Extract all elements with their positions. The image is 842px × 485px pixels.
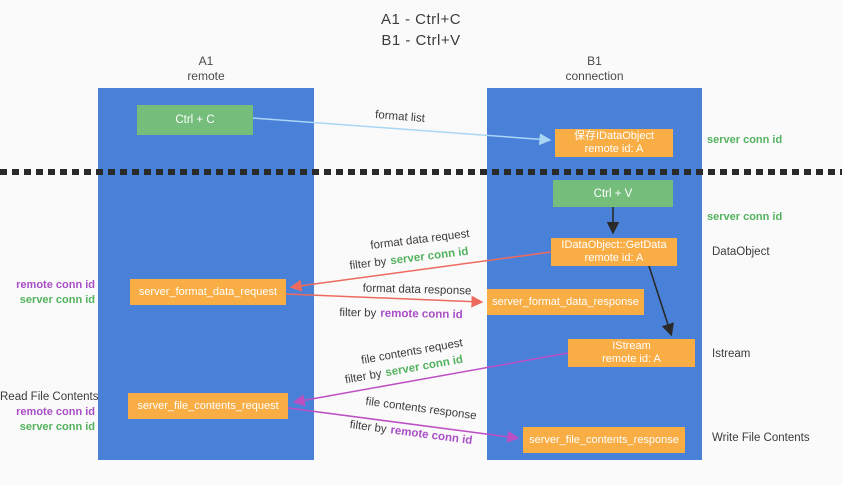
annotation-server-conn-id-2: server conn id — [19, 421, 95, 433]
diagram-title: A1 - Ctrl+C B1 - Ctrl+V — [0, 9, 842, 51]
server-format-data-response-label: server_format_data_response — [492, 295, 639, 308]
server-format-data-request-label: server_format_data_request — [138, 285, 278, 298]
lane-b1-subtitle: connection — [565, 69, 624, 83]
node-server-file-contents-request: server_file_contents_request — [128, 393, 288, 419]
ctrl-c-label: Ctrl + C — [175, 114, 215, 126]
filter-by-text: filter by — [348, 418, 388, 436]
annotation-dataobject: DataObject — [712, 246, 770, 258]
lane-header-a1: A1 remote — [98, 54, 314, 84]
server-file-contents-request-label: server_file_contents_request — [137, 399, 279, 412]
left-annotations-format: remote conn id server conn id — [0, 278, 95, 308]
left-annotations-file: Read File Contents remote conn id server… — [0, 390, 99, 435]
save-idataobject-line2: remote id: A — [584, 143, 644, 155]
annotation-server-conn-id-1: server conn id — [19, 294, 95, 306]
title-line-1: A1 - Ctrl+C — [380, 11, 462, 28]
node-ctrl-v: Ctrl + V — [553, 180, 673, 207]
node-server-format-data-request: server_format_data_request — [130, 279, 286, 305]
node-idataobject-getdata: IDataObject::GetData remote id: A — [551, 238, 677, 266]
annotation-remote-conn-id-1: remote conn id — [16, 279, 95, 291]
node-istream: IStream remote id: A — [568, 339, 695, 367]
annotation-read-file-contents: Read File Contents — [0, 391, 99, 403]
lane-a1-title: A1 — [198, 54, 214, 68]
save-idataobject-line1: 保存IDataObject — [573, 130, 655, 142]
istream-line2: remote id: A — [602, 353, 661, 365]
filter-by-text: filter by — [344, 368, 383, 387]
annotation-remote-conn-id-2: remote conn id — [16, 406, 95, 418]
ctrl-v-label: Ctrl + V — [593, 187, 633, 200]
dashed-divider-line — [0, 169, 842, 175]
server-conn-id-text: server conn id — [389, 245, 470, 268]
server-file-contents-response-label: server_file_contents_response — [529, 433, 679, 446]
lane-header-b1: B1 connection — [487, 54, 702, 84]
edge-label-format-list: format list — [374, 109, 426, 125]
getdata-line2: remote id: A — [584, 252, 644, 264]
node-server-format-data-response: server_format_data_response — [487, 289, 644, 315]
remote-conn-id-text: remote conn id — [380, 307, 463, 322]
edge-label-format-data-response: format data response — [362, 282, 472, 298]
annotation-server-conn-id-top: server conn id — [707, 134, 783, 146]
node-server-file-contents-response: server_file_contents_response — [523, 427, 685, 453]
annotation-istream: Istream — [712, 348, 751, 360]
annotation-server-conn-id-mid: server conn id — [707, 211, 783, 223]
remote-conn-id-text: remote conn id — [389, 424, 474, 448]
getdata-line1: IDataObject::GetData — [561, 239, 667, 251]
edge-label-file-contents-response: file contents response — [364, 395, 478, 423]
lane-b1-title: B1 — [587, 54, 602, 68]
annotation-write-file-contents: Write File Contents — [712, 432, 810, 444]
lane-a1-subtitle: remote — [187, 69, 225, 83]
istream-line1: IStream — [612, 340, 651, 352]
title-line-2: B1 - Ctrl+V — [381, 32, 461, 49]
node-ctrl-c: Ctrl + C — [137, 105, 253, 135]
filter-by-text: filter by — [339, 306, 377, 320]
filter-by-text: filter by — [348, 255, 388, 273]
node-save-idataobject: 保存IDataObject remote id: A — [555, 129, 673, 157]
